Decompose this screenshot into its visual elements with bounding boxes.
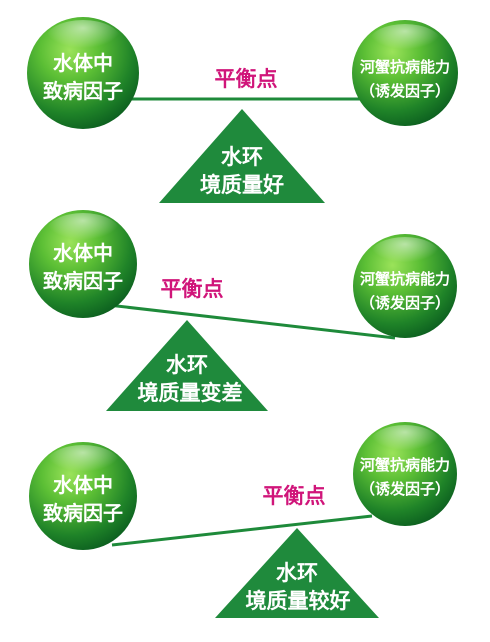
- scale-2-resistance-ball: 河蟹抗病能力 （诱发因子）: [353, 234, 457, 338]
- scale-3: 水环 境质量较好 平衡点 水体中 致病因子 河蟹抗病能力 （诱发因子）: [29, 422, 457, 618]
- scale-2-pathogen-ball: 水体中 致病因子: [29, 210, 137, 318]
- scale-2-triangle-line2: 境质量变差: [138, 381, 243, 405]
- scale-2-triangle-line1: 水环: [166, 353, 208, 377]
- scale-3-pathogen-line2: 致病因子: [43, 501, 123, 525]
- scale-2-resistance-line1: 河蟹抗病能力: [360, 270, 450, 288]
- scale-1-triangle: [159, 109, 325, 203]
- scale-1-triangle-line1: 水环: [221, 145, 263, 169]
- scale-1-pathogen-line2: 致病因子: [43, 79, 123, 103]
- scale-3-pivot-label: 平衡点: [263, 484, 326, 508]
- scale-1-pivot-label: 平衡点: [215, 67, 278, 91]
- scale-2-pathogen-line1: 水体中: [53, 241, 113, 265]
- scale-2: 水环 境质量变差 平衡点 水体中 致病因子 河蟹抗病能力 （诱发因子）: [29, 210, 457, 411]
- scale-1-resistance-line1: 河蟹抗病能力: [360, 58, 450, 76]
- scale-3-resistance-line1: 河蟹抗病能力: [360, 456, 450, 474]
- scale-1-pathogen-ball: 水体中 致病因子: [27, 17, 139, 129]
- scale-1-pathogen-line1: 水体中: [53, 51, 113, 75]
- scale-2-resistance-line2: （诱发因子）: [360, 294, 450, 312]
- scale-3-beam: [111, 514, 373, 547]
- scale-3-triangle-line1: 水环: [276, 561, 318, 585]
- scale-3-resistance-ball: 河蟹抗病能力 （诱发因子）: [353, 422, 457, 526]
- scale-1-resistance-line2: （诱发因子）: [360, 82, 450, 100]
- scale-1-triangle-line2: 境质量好: [200, 173, 284, 197]
- scale-2-pivot-label: 平衡点: [161, 277, 224, 301]
- scale-2-beam: [107, 303, 396, 340]
- scale-3-pathogen-ball: 水体中 致病因子: [29, 442, 137, 550]
- scale-2-triangle: [106, 320, 268, 411]
- scale-1-resistance-ball: 河蟹抗病能力 （诱发因子）: [352, 20, 458, 126]
- scale-2-pathogen-line2: 致病因子: [43, 269, 123, 293]
- scale-3-pathogen-line1: 水体中: [53, 473, 113, 497]
- scale-3-triangle-line2: 境质量较好: [246, 589, 351, 613]
- scale-3-resistance-line2: （诱发因子）: [360, 480, 450, 498]
- scale-3-triangle: [215, 528, 379, 618]
- scale-1: 水环 境质量好 平衡点 水体中 致病因子 河蟹抗病能力 （诱发因子）: [27, 17, 458, 203]
